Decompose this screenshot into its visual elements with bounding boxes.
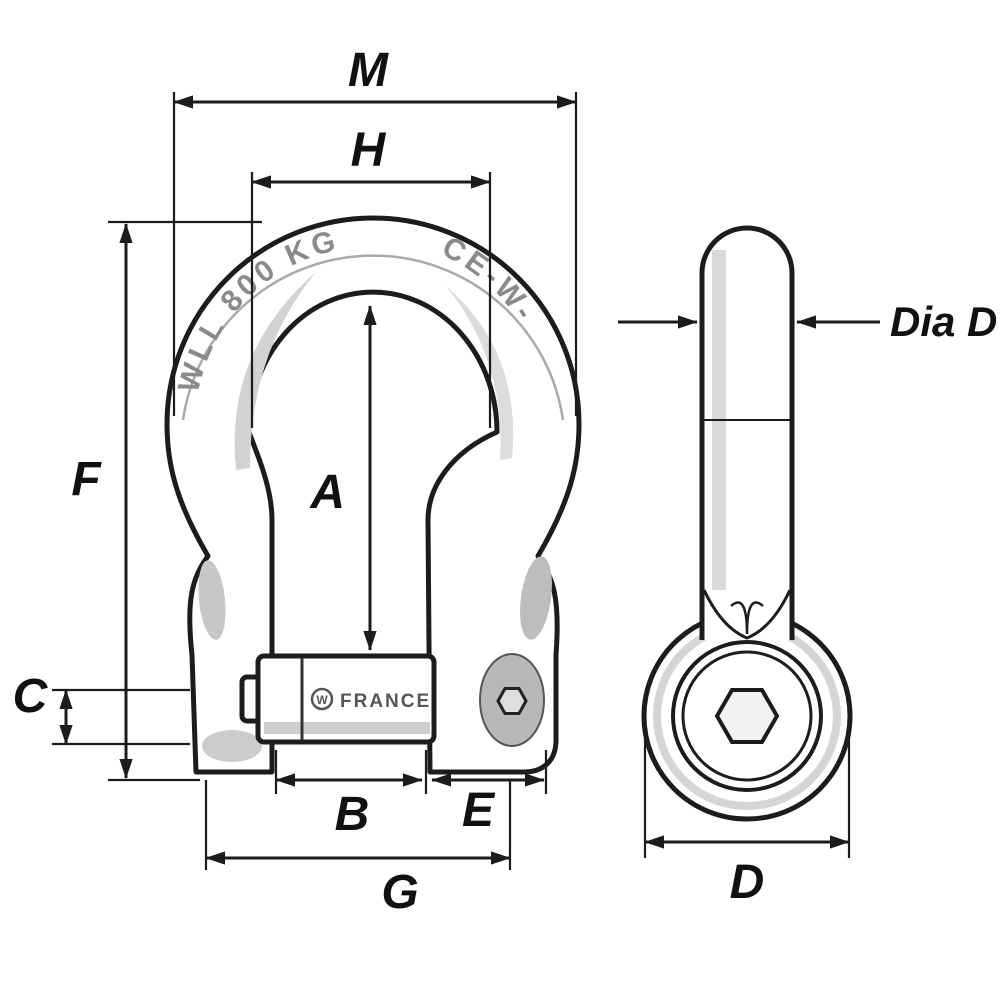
front-view-bow-shackle: W FRANCE WLL 800 KG CE-W-: [164, 215, 582, 775]
dimension-dia-d: Dia D: [618, 298, 997, 345]
foot-shading-left: [202, 730, 262, 762]
dimension-H: H: [250, 124, 492, 428]
dim-label-b: B: [335, 788, 370, 841]
dim-label-c: C: [13, 670, 49, 723]
bow-shading-left: [234, 272, 316, 470]
pin-eye-inner-ring: [681, 650, 813, 782]
hex-socket-icon: [496, 687, 528, 715]
hex-socket-side-icon: [714, 688, 780, 744]
dimension-M: M: [172, 44, 578, 416]
dim-label-dia-d: Dia D: [890, 298, 997, 345]
pin-eye-cast-detail: [730, 601, 764, 635]
dimension-C: C: [13, 670, 190, 746]
dim-label-f: F: [71, 453, 102, 506]
dim-label-m: M: [348, 44, 389, 97]
dimension-B: B: [274, 750, 428, 841]
dimension-A: A: [309, 305, 377, 651]
leg-shading-left: [198, 560, 226, 640]
dimension-F: F: [71, 220, 262, 782]
pin-logo-letter: W: [316, 693, 328, 707]
dim-label-d: D: [730, 856, 765, 909]
dim-label-g: G: [381, 866, 418, 919]
pin-logo-icon: [310, 687, 334, 711]
dimension-G: G: [204, 780, 512, 919]
pin-eye-fillet-detail: [702, 589, 792, 640]
leg-shading-right: [520, 556, 552, 640]
dim-label-a: A: [309, 466, 345, 519]
shackle-pin-front: W FRANCE: [239, 653, 437, 745]
dimension-E: E: [431, 750, 548, 837]
dim-label-e: E: [462, 784, 496, 837]
bow-shading-right: [446, 286, 514, 460]
dimension-D: D: [643, 724, 851, 909]
pin-shading: [264, 722, 430, 734]
side-view-pin: [641, 225, 853, 822]
pin-brand-text: FRANCE: [340, 691, 431, 712]
bow-chamfer-line: [181, 254, 565, 421]
dim-label-h: H: [351, 124, 387, 177]
